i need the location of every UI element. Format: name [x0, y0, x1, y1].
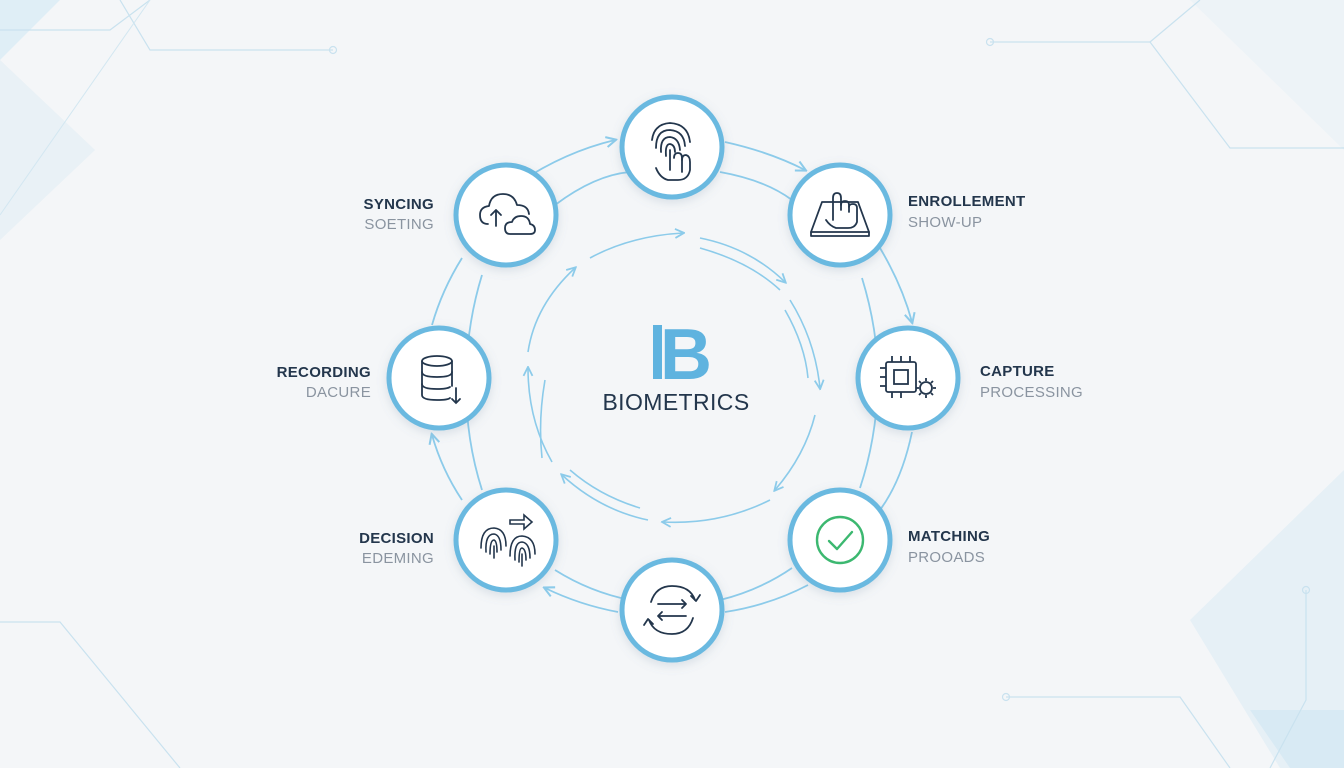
inner-arc	[527, 268, 575, 353]
inner-arc	[539, 379, 546, 459]
center-title: BIOMETRICS	[602, 389, 749, 415]
node-decision[interactable]: DECISION EDEMING	[359, 487, 559, 593]
outer-arc	[432, 435, 463, 501]
node-matching[interactable]: MATCHING PROOADS	[787, 487, 990, 593]
inner-arc	[775, 414, 816, 490]
node-subtitle: SOETING	[364, 216, 434, 233]
inner-arc	[562, 475, 649, 521]
inner-arc	[699, 237, 785, 282]
outer-arc	[724, 584, 809, 613]
inner-swirl	[528, 233, 820, 522]
hand-scanner-icon	[810, 192, 870, 237]
inner-arc	[569, 469, 641, 509]
outer-arc	[719, 171, 793, 201]
node-subtitle: DACURE	[306, 384, 371, 401]
cloud-upload-icon	[479, 193, 536, 235]
outer-arc	[554, 569, 631, 601]
center-hub: B BIOMETRICS	[602, 315, 749, 415]
sync-arrows-icon	[643, 585, 701, 635]
node-top[interactable]	[619, 94, 725, 200]
outer-arc	[724, 141, 805, 170]
biometrics-logo: B	[653, 315, 712, 395]
outer-arc	[879, 247, 912, 322]
fingerprints-arrow-icon	[480, 513, 536, 567]
node-title: DECISION	[359, 530, 434, 547]
inner-arc	[789, 299, 820, 388]
node-enrollment[interactable]: ENROLLEMENT SHOW-UP	[787, 162, 1025, 268]
outer-arc	[431, 257, 463, 326]
node-title: CAPTURE	[980, 363, 1055, 380]
inner-arc	[699, 247, 781, 291]
node-subtitle: SHOW-UP	[908, 214, 982, 231]
outer-arc	[879, 431, 913, 511]
node-subtitle: PROCESSING	[980, 384, 1083, 401]
inner-arc	[784, 309, 809, 379]
logo-letter: B	[660, 315, 712, 395]
node-syncing[interactable]: SYNCING SOETING	[364, 162, 559, 268]
inner-arc	[528, 368, 553, 463]
database-icon	[421, 355, 461, 405]
node-title: ENROLLEMENT	[908, 193, 1025, 210]
node-recording[interactable]: RECORDING DACURE	[277, 325, 492, 431]
outer-arc	[554, 171, 631, 206]
node-subtitle: EDEMING	[362, 550, 434, 567]
node-bottom[interactable]	[619, 557, 725, 663]
inner-arc	[663, 499, 771, 522]
node-title: RECORDING	[277, 364, 371, 381]
chip-gear-icon	[880, 356, 936, 398]
inner-arc	[589, 233, 683, 259]
node-title: SYNCING	[364, 196, 434, 213]
node-title: MATCHING	[908, 528, 990, 545]
node-capture[interactable]: CAPTURE PROCESSING	[855, 325, 1083, 431]
fingerprint-touch-icon	[651, 122, 691, 181]
outer-arc	[545, 588, 619, 613]
node-subtitle: PROOADS	[908, 549, 985, 566]
check-circle-icon	[815, 515, 865, 565]
outer-arc	[719, 567, 793, 601]
